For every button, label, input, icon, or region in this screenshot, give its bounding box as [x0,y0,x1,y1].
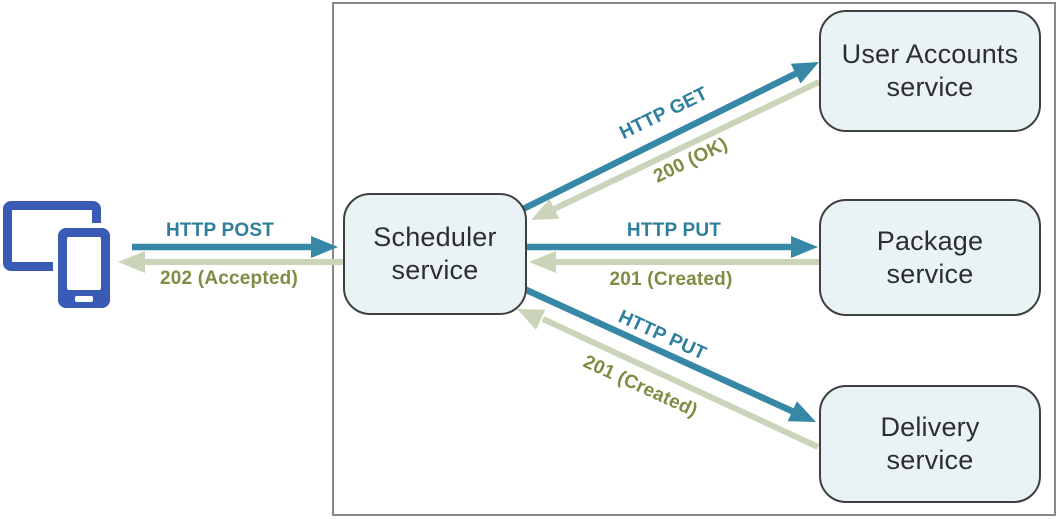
phone-screen [67,237,101,290]
scheduler-service-node: Scheduler service [343,193,527,315]
delivery-service-label: Delivery service [880,412,980,475]
scheduler-service-label: Scheduler service [373,222,497,285]
user-accounts-service-node: User Accounts service [819,10,1041,132]
user-accounts-service-label: User Accounts service [841,39,1019,102]
package-service-node: Package service [819,199,1041,316]
put-package-response-label: 201 (Created) [609,269,733,290]
package-service-label: Package service [876,225,984,289]
phone-home-button [75,296,93,302]
http-post-label: HTTP POST [165,220,275,241]
delivery-service-node: Delivery service [819,385,1041,503]
client-devices-icon [0,195,130,320]
phone-icon [58,228,110,308]
http-put-package-label: HTTP PUT [626,220,722,241]
post-response-label: 202 (Accepted) [160,268,298,289]
